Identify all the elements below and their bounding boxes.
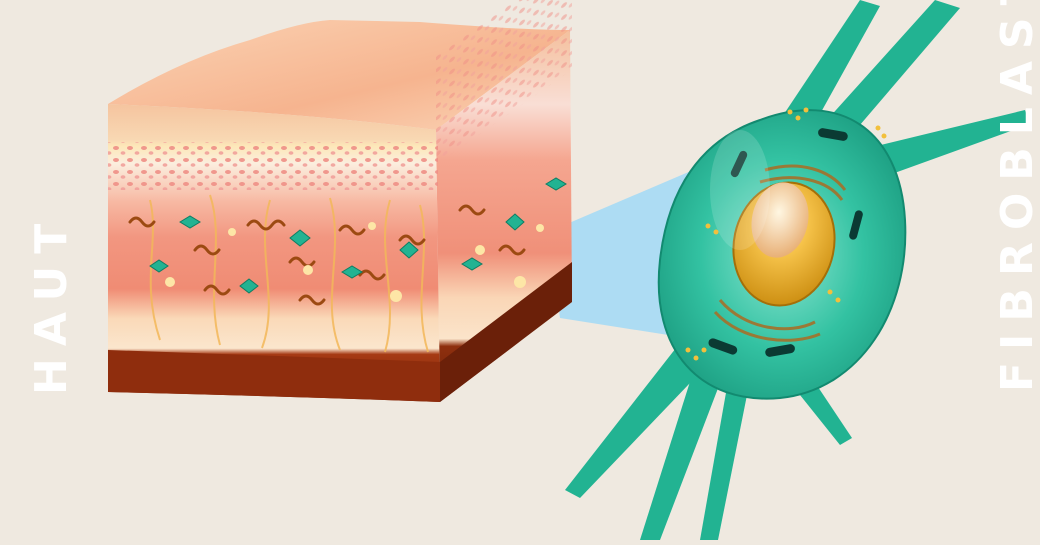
cell-highlight [710, 130, 770, 250]
epidermis-cells [108, 142, 438, 190]
skin-label: HAUT [26, 212, 77, 395]
fibroblast-label: FIBROBLAST [992, 0, 1040, 392]
